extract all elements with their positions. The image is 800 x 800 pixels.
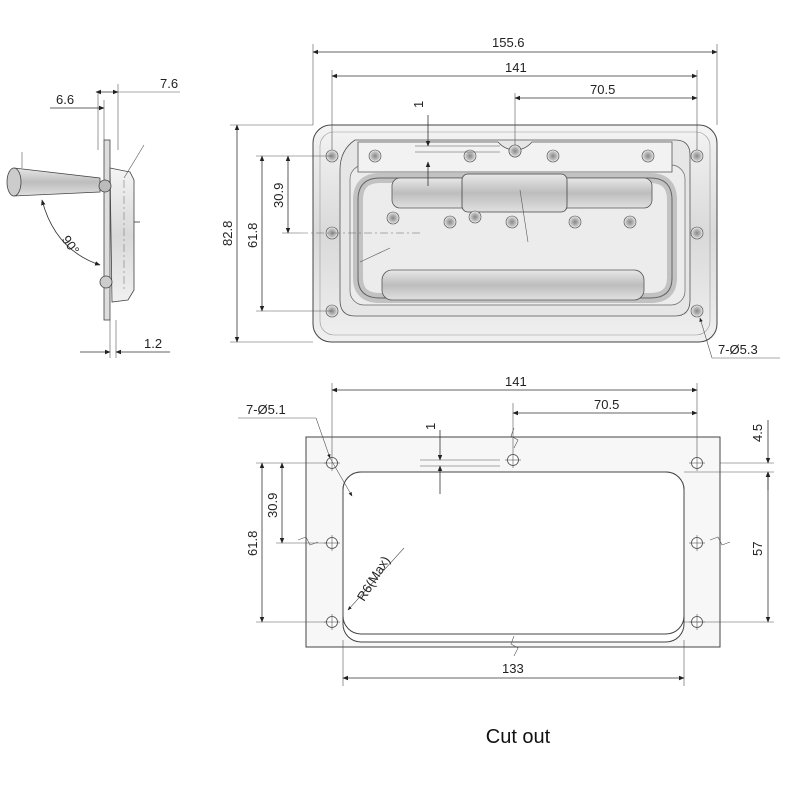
- dim-cutout-edge-offset: 4.5: [750, 424, 765, 442]
- cutout-view: 141 70.5 1 7-Ø5.1 61.8 30.9 4.5 57 133 R…: [238, 374, 774, 686]
- dim-overall-width: 155.6: [492, 35, 525, 50]
- hole-callout-cutout: 7-Ø5.1: [246, 402, 286, 417]
- dim-cutout-hole-pitch-width: 141: [505, 374, 527, 389]
- dim-7-6: 7.6: [160, 76, 178, 91]
- dim-overall-height: 82.8: [220, 221, 235, 246]
- angle-label: 90°: [59, 232, 83, 257]
- hole-callout-front: 7-Ø5.3: [718, 342, 758, 357]
- dim-cutout-half-height: 30.9: [265, 493, 280, 518]
- dim-6-6: 6.6: [56, 92, 74, 107]
- dim-half-height: 30.9: [271, 183, 286, 208]
- caption: Cut out: [485, 726, 551, 748]
- side-view: 90° 6.6 7.6 1.2: [6, 76, 180, 358]
- dim-1-2: 1.2: [144, 336, 162, 351]
- dim-hole-pitch-height: 61.8: [245, 223, 260, 248]
- dim-cutout-hole-pitch-height: 61.8: [245, 531, 260, 556]
- front-view: 155.6 141 70.5 1 82.8 61.8 30.9 7-Ø5.3: [220, 35, 780, 359]
- dim-offset-1: 1: [411, 101, 426, 108]
- dim-cutout-opening-width: 133: [502, 661, 524, 676]
- dim-hole-pitch-width: 141: [505, 60, 527, 75]
- dim-cutout-opening-height: 57: [750, 542, 765, 556]
- dim-cutout-offset-1: 1: [423, 423, 438, 430]
- dim-half-pitch: 70.5: [590, 82, 615, 97]
- dim-cutout-half-pitch: 70.5: [594, 397, 619, 412]
